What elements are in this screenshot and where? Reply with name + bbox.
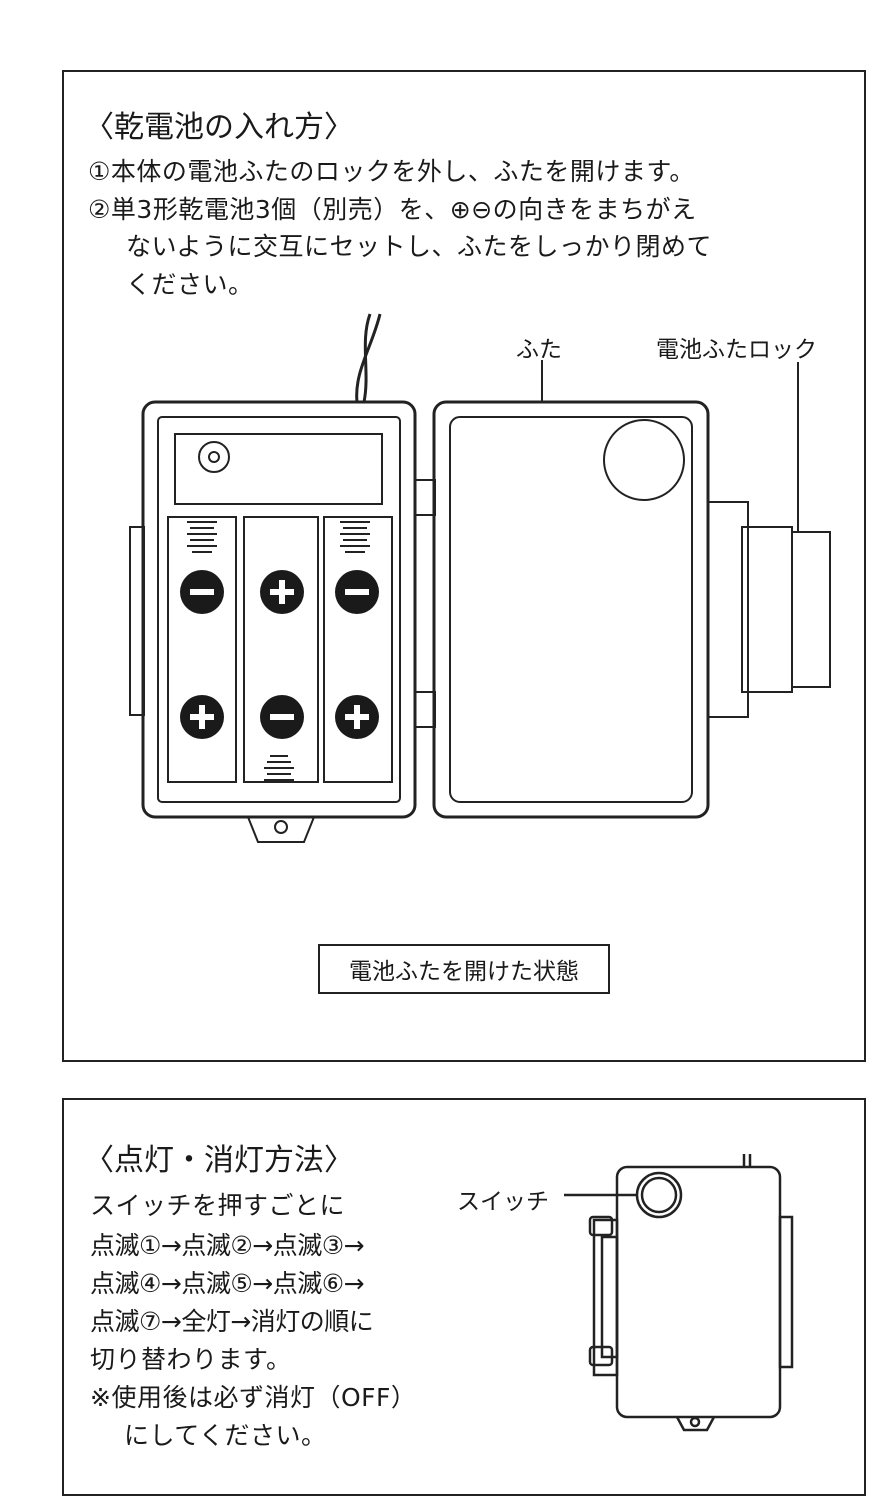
lighting-section-title: 〈点灯・消灯方法〉 (84, 1143, 354, 1178)
lid-lock-label: 電池ふたロック (656, 337, 817, 363)
instruction-line: 点滅④→点滅⑤→点滅⑥→ (90, 1269, 365, 1298)
lid-label: ふた (516, 337, 562, 363)
battery-install-panel: 〈乾電池の入れ方〉 ①本体の電池ふたのロックを外し、ふたを開けます。 ②単3形乾… (62, 70, 866, 1062)
step-1: ①本体の電池ふたのロックを外し、ふたを開けます。 (88, 157, 695, 186)
device-switch-diagram (564, 1154, 794, 1432)
instruction-line: スイッチを押すごとに (90, 1191, 346, 1220)
instruction-line: 点滅⑦→全灯→消灯の順に (90, 1307, 374, 1336)
instruction-line: 点滅①→点滅②→点滅③→ (90, 1231, 365, 1260)
step-2: ②単3形乾電池3個（別売）を、⊕⊖の向きをまちがえ (88, 195, 697, 224)
warning-line: にしてください。 (124, 1421, 327, 1450)
lighting-panel: 〈点灯・消灯方法〉 スイッチを押すごとに 点滅①→点滅②→点滅③→ 点滅④→点滅… (62, 1098, 866, 1496)
polarity-icons (180, 570, 379, 739)
instruction-line: 切り替わります。 (90, 1345, 292, 1374)
caption-lid-open: 電池ふたを開けた状態 (318, 944, 610, 994)
switch-label: スイッチ (457, 1189, 549, 1215)
warning-line: ※使用後は必ず消灯（OFF） (90, 1383, 417, 1412)
battery-case-diagram (129, 313, 831, 843)
step-2-cont: ないように交互にセットし、ふたをしっかり閉めて (126, 232, 713, 261)
step-2-cont2: ください。 (126, 270, 254, 299)
battery-section-title: 〈乾電池の入れ方〉 (84, 110, 354, 145)
